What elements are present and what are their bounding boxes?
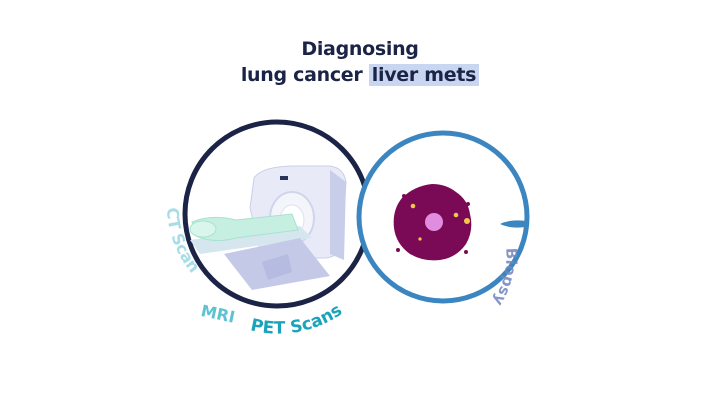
title-line-2: lung cancer liver mets (0, 62, 720, 88)
ct-scanner-icon (189, 165, 347, 290)
mri-label: MRI (199, 301, 236, 327)
tumor-cell-icon (393, 184, 472, 261)
nucleus-icon (425, 213, 443, 231)
title-highlight: liver mets (368, 64, 480, 86)
title-plain-text: lung cancer (240, 64, 363, 86)
title-line-1: Diagnosing (301, 38, 419, 60)
biopsy-needle-icon (500, 220, 526, 228)
page-title: Diagnosing lung cancer liver mets (0, 36, 720, 88)
